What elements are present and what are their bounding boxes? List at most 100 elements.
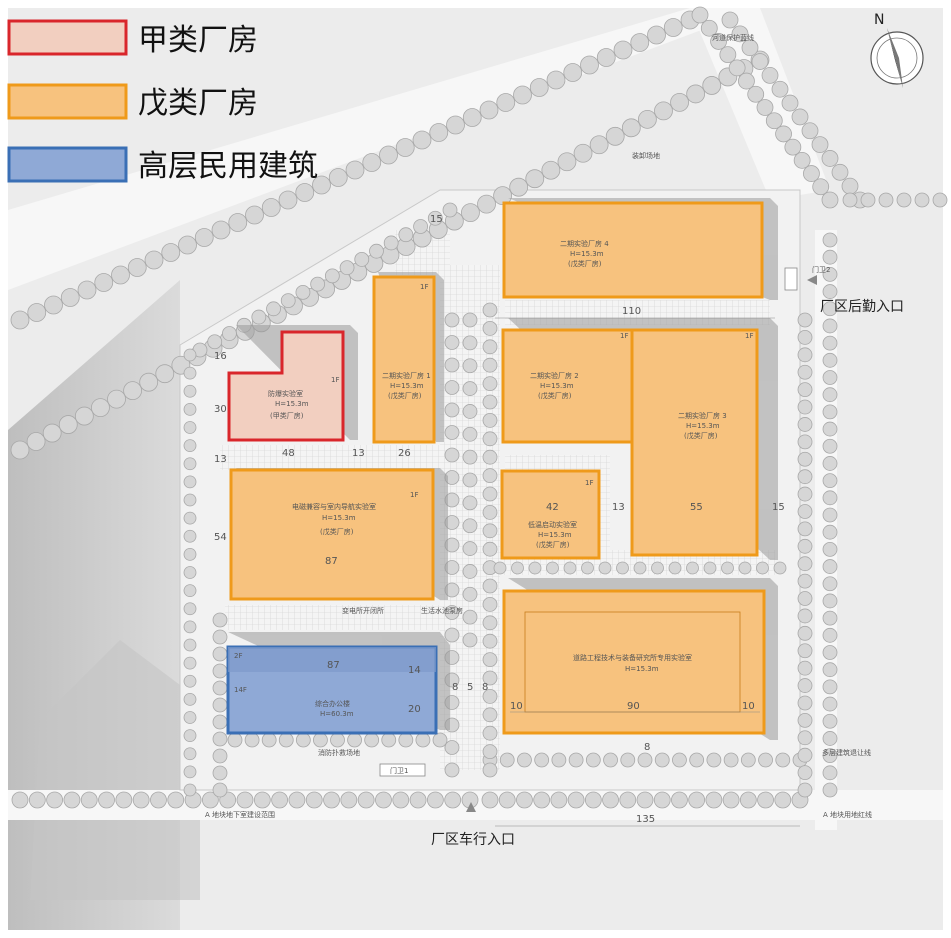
tree bbox=[738, 72, 755, 90]
tree bbox=[822, 782, 838, 798]
tree bbox=[398, 227, 414, 243]
tree bbox=[541, 160, 561, 180]
tree bbox=[211, 220, 231, 240]
tree bbox=[620, 752, 636, 768]
tree bbox=[751, 53, 769, 70]
tree bbox=[295, 183, 315, 202]
emc-lab-floors: 1F bbox=[410, 491, 418, 499]
tree bbox=[705, 791, 723, 809]
tree bbox=[702, 76, 722, 95]
tree bbox=[797, 747, 813, 763]
dim-16: 16 bbox=[214, 351, 227, 362]
tree bbox=[670, 92, 689, 112]
tree bbox=[784, 138, 802, 156]
dim-87-office: 87 bbox=[327, 660, 340, 671]
tree bbox=[797, 312, 813, 328]
tree bbox=[310, 276, 326, 292]
emc-lab-height: H=15.3m bbox=[322, 514, 356, 522]
tree bbox=[584, 791, 602, 809]
tree bbox=[689, 752, 705, 768]
tree bbox=[295, 284, 311, 300]
tree bbox=[822, 249, 838, 265]
tree bbox=[739, 791, 757, 809]
tree bbox=[207, 334, 223, 350]
tree bbox=[462, 586, 478, 602]
dim-8a: 8 bbox=[452, 682, 458, 693]
tree bbox=[822, 541, 838, 557]
tree bbox=[573, 143, 593, 163]
plant3-height: H=15.3m bbox=[686, 422, 720, 430]
plant2-name: 二期实验厂房 2 bbox=[530, 371, 579, 380]
tree bbox=[462, 541, 478, 556]
tree bbox=[740, 752, 756, 768]
building-phase2-plant1 bbox=[372, 275, 436, 444]
emc-lab-class: (戊类厂房) bbox=[320, 527, 354, 536]
tree bbox=[654, 752, 670, 768]
tree bbox=[529, 78, 549, 97]
plant4-name: 二期实验厂房 4 bbox=[560, 239, 609, 248]
tree bbox=[212, 663, 228, 679]
tree bbox=[482, 431, 498, 447]
tree bbox=[516, 791, 533, 809]
tree bbox=[266, 301, 281, 317]
tree bbox=[340, 791, 358, 809]
tree bbox=[183, 457, 197, 471]
tree bbox=[773, 561, 787, 575]
tree bbox=[602, 791, 619, 809]
tree bbox=[797, 608, 813, 624]
tree bbox=[797, 643, 813, 659]
tree bbox=[765, 112, 783, 130]
tree bbox=[183, 402, 197, 416]
tree bbox=[323, 791, 340, 809]
tree bbox=[462, 609, 478, 625]
tree bbox=[482, 339, 498, 355]
tree bbox=[803, 165, 820, 182]
tree bbox=[10, 440, 30, 460]
tree bbox=[27, 303, 47, 322]
tree bbox=[227, 732, 243, 748]
tree bbox=[797, 451, 813, 467]
tree bbox=[444, 357, 460, 373]
plant2-class: (戊类厂房) bbox=[538, 391, 572, 400]
explosion-lab-height: H=15.3m bbox=[275, 400, 309, 408]
tree bbox=[183, 729, 197, 743]
tree bbox=[482, 707, 498, 723]
tree bbox=[354, 252, 370, 267]
tree bbox=[345, 160, 365, 180]
dim-10-right: 10 bbox=[742, 701, 755, 712]
tree bbox=[630, 33, 650, 52]
tree bbox=[722, 791, 740, 809]
tree bbox=[499, 752, 515, 768]
tree bbox=[127, 258, 147, 277]
tree bbox=[637, 109, 657, 129]
tree bbox=[738, 561, 752, 575]
tree bbox=[381, 732, 397, 748]
tree bbox=[671, 791, 688, 809]
tree bbox=[686, 561, 699, 575]
tree bbox=[482, 633, 498, 649]
tree bbox=[161, 243, 181, 262]
tree bbox=[706, 752, 722, 768]
tree bbox=[482, 394, 498, 410]
tree bbox=[201, 791, 219, 809]
dim-135: 135 bbox=[636, 814, 655, 825]
tree bbox=[721, 561, 734, 575]
tree bbox=[444, 605, 460, 620]
plant3-floors: 1F bbox=[745, 332, 753, 340]
tree bbox=[482, 597, 498, 612]
tree bbox=[357, 791, 375, 809]
tree bbox=[700, 19, 718, 37]
tree bbox=[427, 210, 443, 226]
plant3-name: 二期实验厂房 3 bbox=[678, 411, 727, 420]
tree bbox=[462, 632, 478, 648]
office-name: 综合办公楼 bbox=[315, 699, 350, 708]
dim-5: 5 bbox=[467, 682, 473, 693]
tree bbox=[383, 235, 399, 251]
tree bbox=[347, 732, 362, 748]
tree bbox=[568, 752, 584, 768]
tree bbox=[616, 561, 629, 575]
tree bbox=[305, 791, 323, 809]
tree bbox=[797, 730, 813, 746]
tree bbox=[462, 108, 482, 127]
tree bbox=[212, 714, 228, 730]
